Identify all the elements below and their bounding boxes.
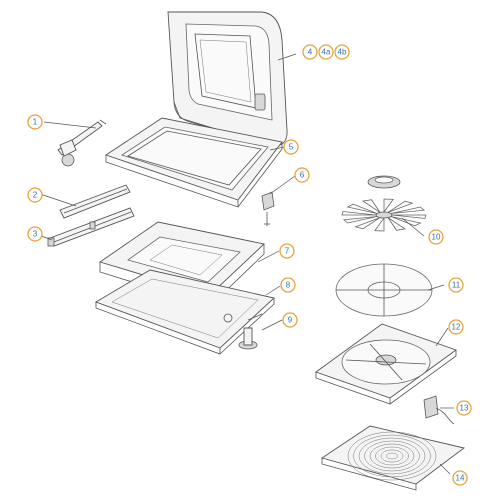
grille-ring xyxy=(353,434,431,478)
svg-text:4a: 4a xyxy=(322,48,331,57)
svg-text:14: 14 xyxy=(456,474,465,483)
callout-8: 8 xyxy=(280,277,296,293)
svg-text:6: 6 xyxy=(300,171,305,180)
grille-ring xyxy=(358,437,426,475)
part-rail xyxy=(59,184,131,219)
fan-blade-vane xyxy=(374,216,385,232)
part-frame xyxy=(104,117,283,208)
svg-text:8: 8 xyxy=(286,281,291,290)
svg-text:9: 9 xyxy=(288,316,293,325)
svg-text:1: 1 xyxy=(33,118,38,127)
svg-text:11: 11 xyxy=(452,281,461,290)
fan-blade-vane xyxy=(361,199,381,213)
svg-text:10: 10 xyxy=(432,233,441,242)
callout-9: 9 xyxy=(282,312,298,328)
grille-ring xyxy=(369,443,415,469)
fan-blade-vane xyxy=(354,217,381,230)
part-latch xyxy=(261,191,275,226)
grille-ring xyxy=(380,449,404,463)
fan-blade-vane xyxy=(387,217,407,231)
callout-4b: 4b xyxy=(334,44,350,60)
fan-blade-vane xyxy=(391,214,427,219)
fan-blade-vane xyxy=(341,211,377,216)
callout-1: 1 xyxy=(27,114,43,130)
grille-ring xyxy=(386,452,398,460)
svg-text:13: 13 xyxy=(460,404,469,413)
part-grille xyxy=(320,425,466,491)
svg-text:4b: 4b xyxy=(338,48,347,57)
part-fan-ring xyxy=(335,263,433,317)
part-fan-housing xyxy=(315,323,457,405)
grille-ring xyxy=(375,446,409,466)
callout-4: 4 xyxy=(302,44,318,60)
fan-blade-vane xyxy=(383,198,394,214)
callout-2: 2 xyxy=(27,187,43,203)
callout-14: 14 xyxy=(452,470,468,486)
part-arm xyxy=(57,119,107,167)
svg-text:2: 2 xyxy=(33,191,38,200)
callout-5: 5 xyxy=(283,139,299,155)
callout-6: 6 xyxy=(294,167,310,183)
svg-text:5: 5 xyxy=(289,143,294,152)
svg-text:7: 7 xyxy=(285,247,290,256)
callout-7: 7 xyxy=(279,243,295,259)
fan-blade-vane xyxy=(390,206,426,214)
callout-10: 10 xyxy=(428,229,444,245)
part-base-plate xyxy=(94,269,275,355)
part-fan-blade xyxy=(341,175,427,232)
fan-blade-vane xyxy=(387,200,414,213)
fan-blade-vane xyxy=(346,203,378,214)
callout-13: 13 xyxy=(456,400,472,416)
grille-ring xyxy=(364,440,420,472)
callout-4a: 4a xyxy=(318,44,334,60)
part-knob xyxy=(238,313,263,350)
part-switch xyxy=(423,395,455,425)
callout-3: 3 xyxy=(27,226,43,242)
svg-text:12: 12 xyxy=(452,323,461,332)
svg-text:3: 3 xyxy=(33,230,38,239)
grille-ring xyxy=(347,431,437,481)
leader-lines xyxy=(35,53,454,475)
svg-text:4: 4 xyxy=(308,48,313,57)
callout-11: 11 xyxy=(448,277,464,293)
fan-blade-vane xyxy=(342,216,378,224)
part-rail-ends xyxy=(47,207,135,247)
callout-12: 12 xyxy=(448,319,464,335)
